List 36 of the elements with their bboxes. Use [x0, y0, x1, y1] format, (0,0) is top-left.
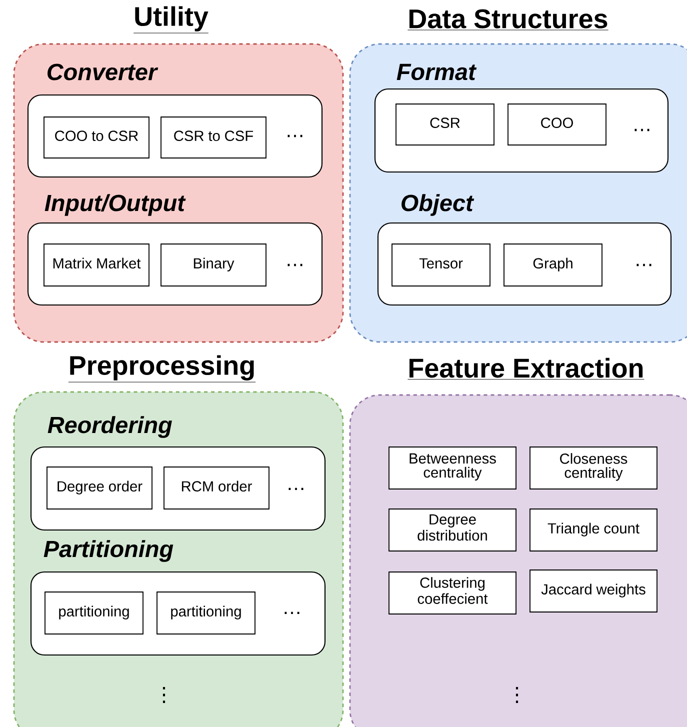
item-box: Betweenness centrality — [388, 446, 516, 490]
panel-heading: Partitioning — [44, 540, 174, 562]
item-box: Closeness centrality — [530, 446, 658, 490]
ellipsis: … — [288, 488, 304, 490]
item-box: RCM order — [164, 466, 270, 510]
ellipsis: … — [288, 264, 302, 266]
ellipsis: … — [634, 128, 650, 132]
ellipsis: … — [288, 134, 302, 138]
item-box: partitioning — [156, 592, 256, 634]
ellipsis: ⋮ — [516, 686, 518, 704]
panel-heading: Reordering — [48, 416, 172, 438]
item-box: COO to CSR — [44, 116, 150, 158]
item-box: Degree order — [46, 466, 152, 510]
ellipsis: … — [636, 264, 652, 266]
item-box: Degree distribution — [388, 508, 516, 552]
item-box: Jaccard weights — [530, 570, 658, 612]
ellipsis: … — [284, 612, 300, 614]
item-box: COO — [508, 104, 606, 146]
group-title: Data Structures — [407, 9, 609, 30]
item-box: Tensor — [392, 244, 490, 286]
panel-heading: Object — [402, 194, 474, 216]
panel-heading: Input/Output — [44, 194, 186, 216]
panel-heading: Converter — [48, 64, 158, 80]
item-box: CSR — [396, 104, 494, 146]
item-box: Matrix Market — [44, 244, 150, 286]
item-box: Graph — [504, 244, 602, 286]
item-box: Clustering coeffecient — [388, 572, 516, 614]
item-box: Triangle count — [530, 508, 658, 552]
group-title: Preprocessing — [68, 355, 256, 382]
item-box: Binary — [160, 244, 266, 286]
ellipsis: ⋮ — [162, 686, 166, 704]
item-box: partitioning — [44, 592, 144, 634]
group-title: Utility — [133, 6, 209, 34]
group-title: Feature Extraction — [407, 358, 645, 380]
panel-heading: Format — [396, 64, 477, 80]
item-box: CSR to CSF — [160, 116, 266, 158]
